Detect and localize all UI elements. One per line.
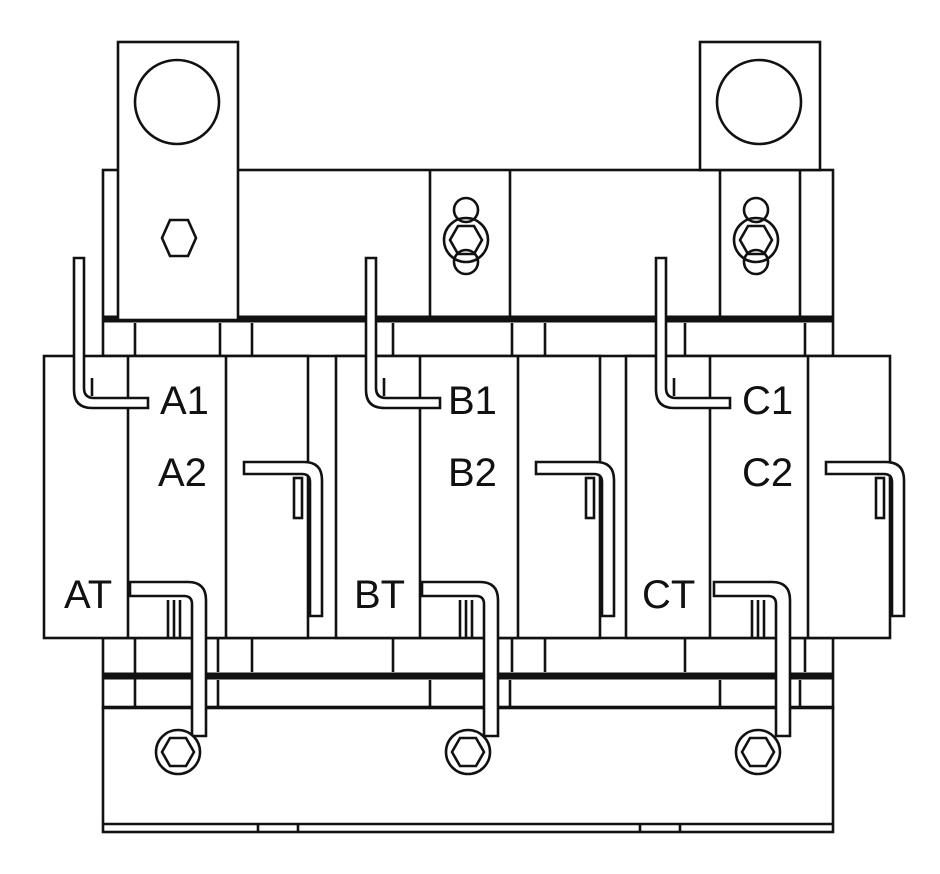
label-ct: CT [642, 573, 695, 617]
label-c2: C2 [742, 451, 793, 495]
lead-ct [712, 580, 792, 738]
label-b2: B2 [448, 451, 497, 495]
bolt-bottom-a-icon [154, 728, 202, 776]
bolt-bottom-b-icon [444, 728, 492, 776]
lead-a2 [242, 460, 324, 618]
label-bt: BT [354, 573, 405, 617]
lead-b1 [364, 256, 442, 410]
terminal-plate-right [698, 40, 822, 172]
lead-a1 [72, 256, 150, 410]
lead-b2 [534, 460, 616, 618]
label-b1: B1 [448, 379, 497, 423]
label-a1: A1 [160, 379, 209, 423]
label-a2: A2 [158, 451, 207, 495]
terminal-plate-left [116, 40, 240, 322]
bolt-bottom-c-icon [734, 728, 782, 776]
bottom-yoke [101, 636, 835, 710]
bolt-top-b-icon [442, 196, 490, 276]
lead-c2 [824, 460, 906, 618]
label-c1: C1 [742, 379, 793, 423]
label-at: AT [64, 573, 112, 617]
lead-c1 [654, 256, 732, 410]
bolt-top-c-icon [732, 196, 780, 276]
